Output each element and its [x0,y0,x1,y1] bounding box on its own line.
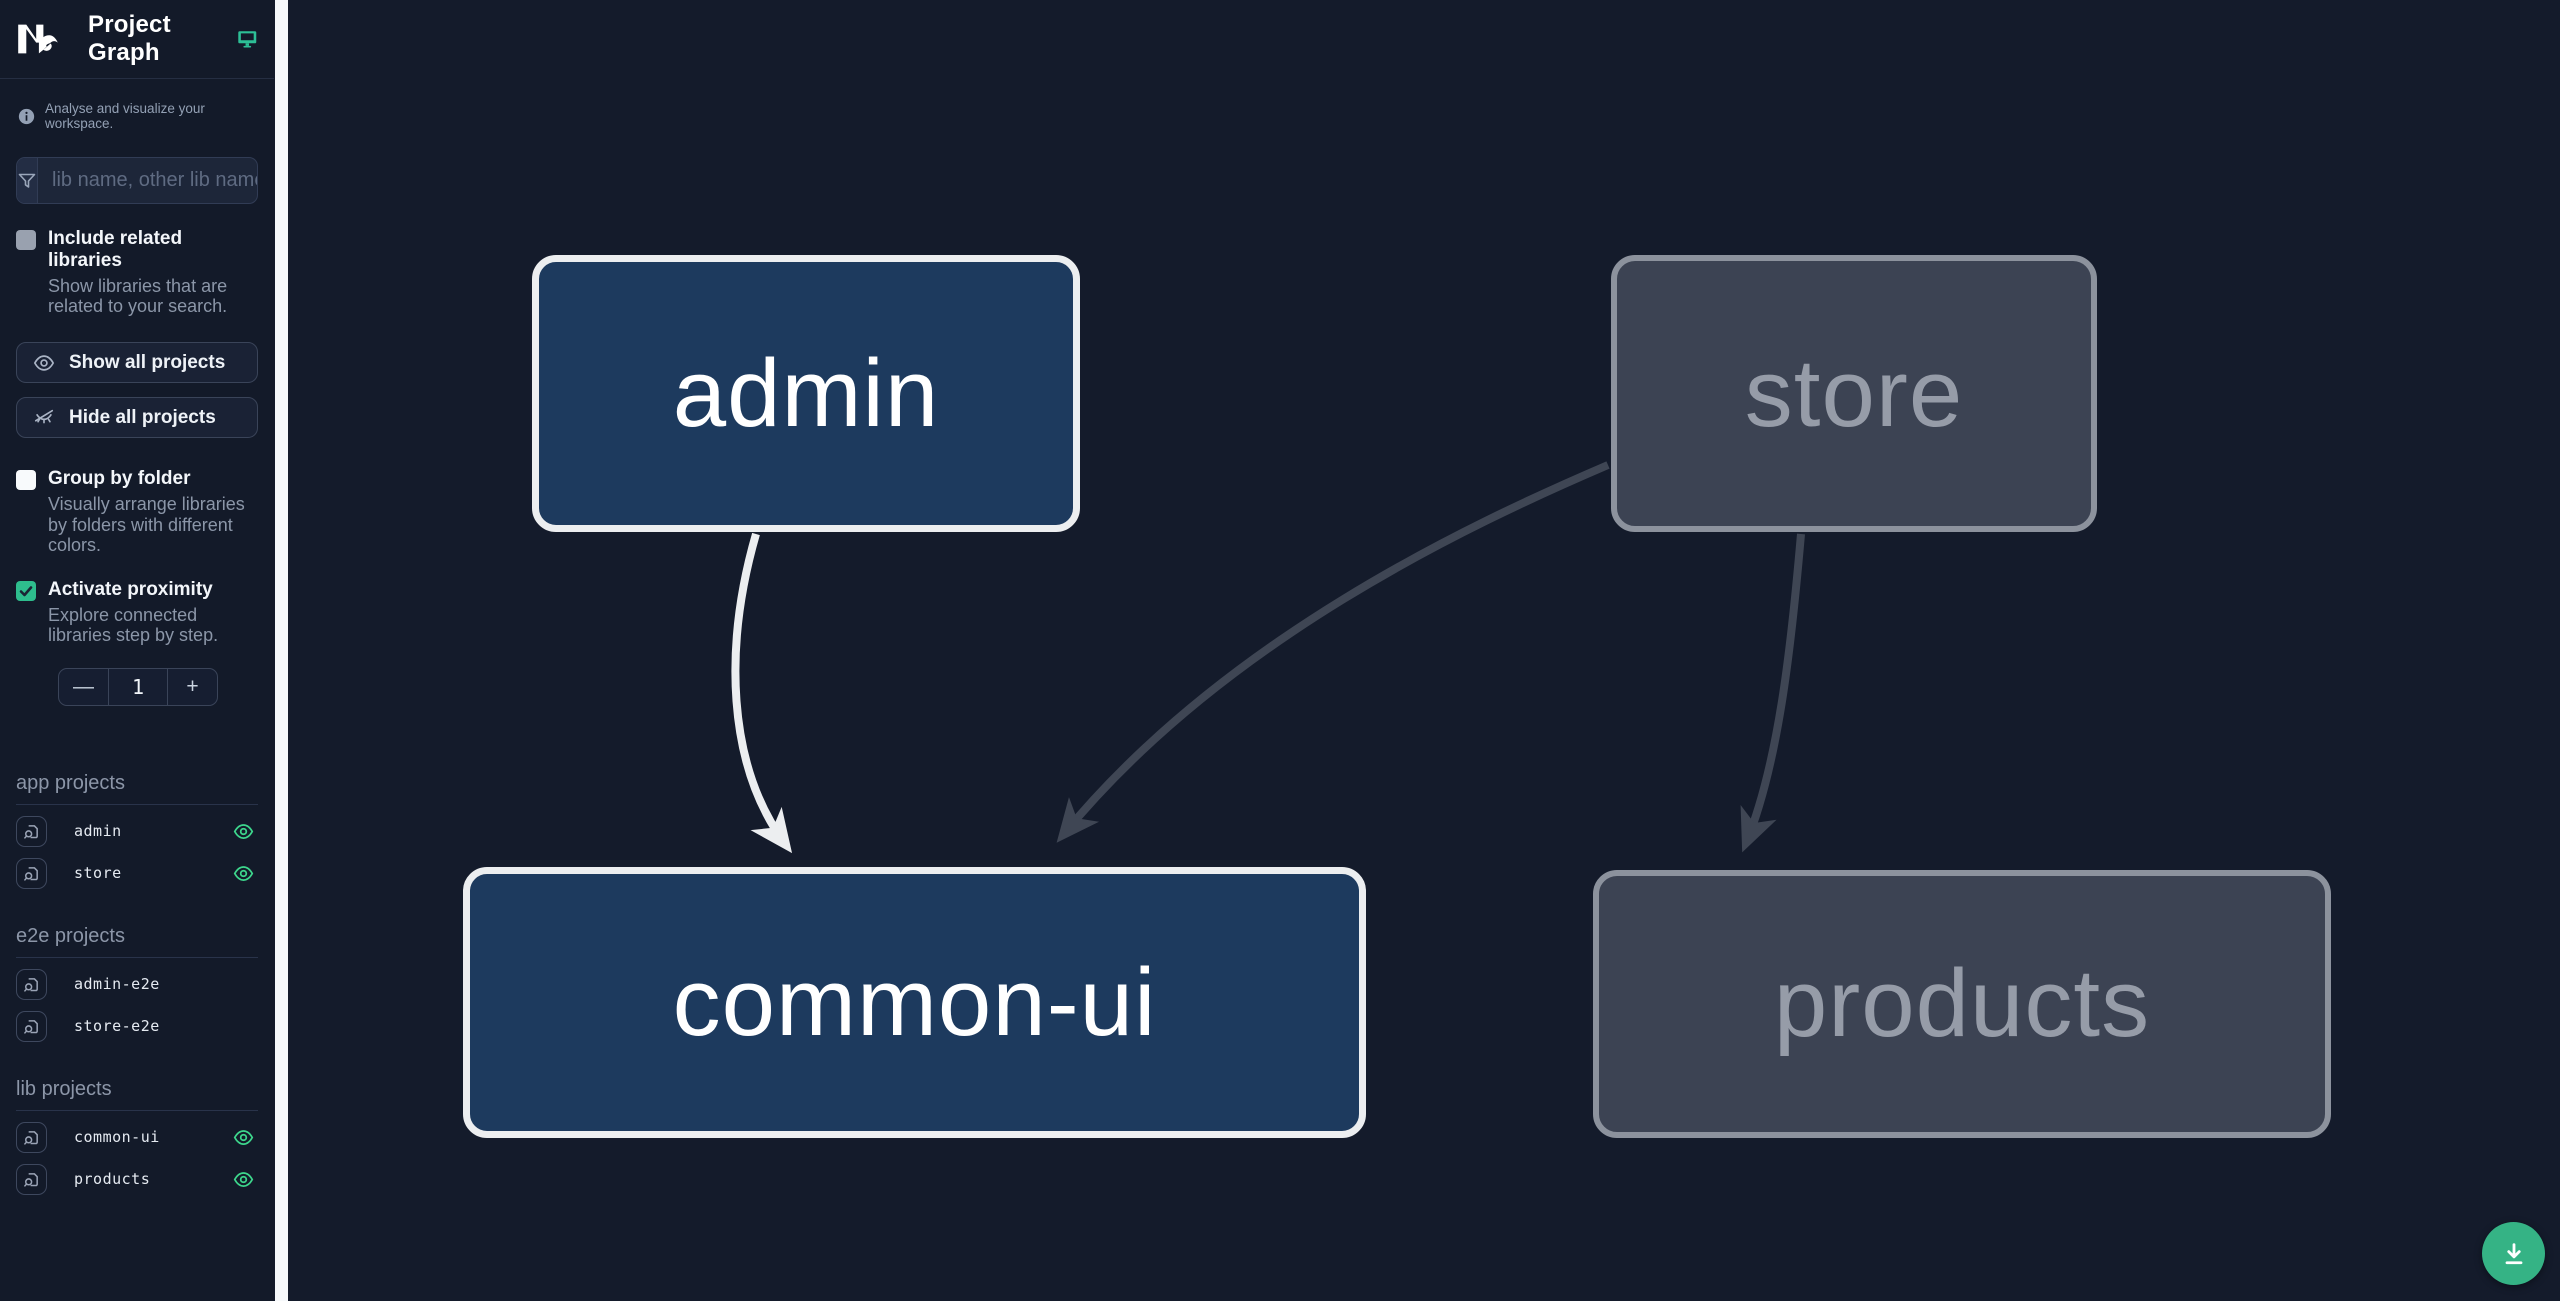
focus-project-button[interactable] [16,815,47,847]
activate-proximity-label: Activate proximity [48,579,213,601]
graph-node-common-ui[interactable]: common-ui [463,867,1366,1138]
section-heading-e2e: e2e projects [16,925,258,958]
include-related-checkbox[interactable] [16,230,36,250]
check-icon [19,586,33,597]
graph-node-store[interactable]: store [1611,255,2097,532]
focus-project-button[interactable] [16,1121,47,1153]
show-all-projects-button[interactable]: Show all projects [16,342,258,384]
section-heading-app: app projects [16,772,258,805]
dependency-edges [731,461,1805,854]
edge-admin-to-common-ui [731,532,793,854]
activate-proximity-checkbox[interactable] [16,581,36,602]
project-name[interactable]: products [74,1170,151,1189]
graph-canvas[interactable]: admin store common-ui products [288,0,2560,1301]
group-by-folder-description: Visually arrange libraries by folders wi… [48,494,245,555]
project-name[interactable]: admin [74,822,122,841]
download-graph-button[interactable] [2482,1222,2545,1285]
project-row-admin-e2e: admin-e2e [16,968,258,1000]
project-name[interactable]: store [74,864,122,883]
project-name[interactable]: admin-e2e [74,975,160,994]
section-app-projects: app projects admin [0,772,274,889]
proximity-increment-button[interactable]: + [186,674,199,698]
group-by-folder-checkbox[interactable] [16,470,36,491]
toggle-visibility-eye-icon[interactable] [233,1127,254,1148]
graph-node-admin[interactable]: admin [532,255,1080,532]
node-label: common-ui [672,948,1157,1056]
sidebar-resize-handle[interactable] [275,0,288,1301]
include-related-option: Include related libraries Show libraries… [0,228,274,316]
node-label: store [1744,339,1964,447]
project-row-common-ui: common-ui [16,1121,258,1153]
focus-project-button[interactable] [16,968,47,1000]
node-label: admin [672,339,940,447]
edge-store-to-products [1740,533,1805,853]
search-input[interactable] [38,158,257,203]
focus-project-button[interactable] [16,1010,47,1042]
section-e2e-projects: e2e projects admin-e2e store-e2e [0,925,274,1042]
hide-all-projects-button[interactable]: Hide all projects [16,397,258,439]
project-row-store-e2e: store-e2e [16,1010,258,1042]
nx-logo-icon [18,24,58,54]
show-all-projects-label: Show all projects [69,351,226,373]
tagline-row: Analyse and visualize your workspace. [0,79,274,155]
proximity-value: 1 [108,668,168,705]
section-heading-lib: lib projects [16,1078,258,1111]
group-by-folder-label: Group by folder [48,468,191,490]
focus-icon [24,866,38,881]
project-row-admin: admin [16,815,258,847]
focus-icon [24,824,38,839]
focus-icon [24,977,38,992]
hide-all-projects-label: Hide all projects [69,406,216,428]
sidebar-header: Project Graph [0,0,274,79]
focus-project-button[interactable] [16,1163,47,1195]
group-by-folder-option: Group by folder Visually arrange librari… [0,468,274,555]
focus-icon [24,1172,38,1187]
app-title: Project Graph [88,11,171,66]
toggle-visibility-eye-icon[interactable] [233,821,254,842]
info-icon [18,108,35,124]
include-related-description: Show libraries that are related to your … [48,275,228,317]
filter-box [16,157,258,204]
toggle-visibility-eye-icon[interactable] [233,863,254,884]
edge-store-to-common-ui [1056,461,1610,843]
node-label: products [1773,950,2151,1057]
activate-proximity-option: Activate proximity Explore connected lib… [0,579,274,646]
sidebar: Project Graph Analyse and visualize your… [0,0,274,1301]
project-name[interactable]: store-e2e [74,1017,160,1036]
project-row-products: products [16,1163,258,1195]
eye-off-icon [34,409,54,424]
project-row-store: store [16,857,258,889]
section-lib-projects: lib projects common-ui [0,1078,274,1195]
tagline-text: Analyse and visualize your workspace. [45,101,205,131]
proximity-decrement-button[interactable]: — [73,674,94,698]
monitor-icon[interactable] [237,26,258,52]
toggle-visibility-eye-icon[interactable] [233,1169,254,1190]
activate-proximity-description: Explore connected libraries step by step… [48,605,219,646]
project-name[interactable]: common-ui [74,1128,160,1147]
focus-icon [24,1130,38,1145]
funnel-icon [17,158,38,203]
graph-node-products[interactable]: products [1593,870,2331,1138]
focus-project-button[interactable] [16,857,47,889]
eye-icon [33,355,55,371]
focus-icon [24,1019,38,1034]
include-related-label: Include related libraries [48,228,183,271]
proximity-stepper: — 1 + [58,667,218,706]
download-icon [2505,1242,2522,1264]
